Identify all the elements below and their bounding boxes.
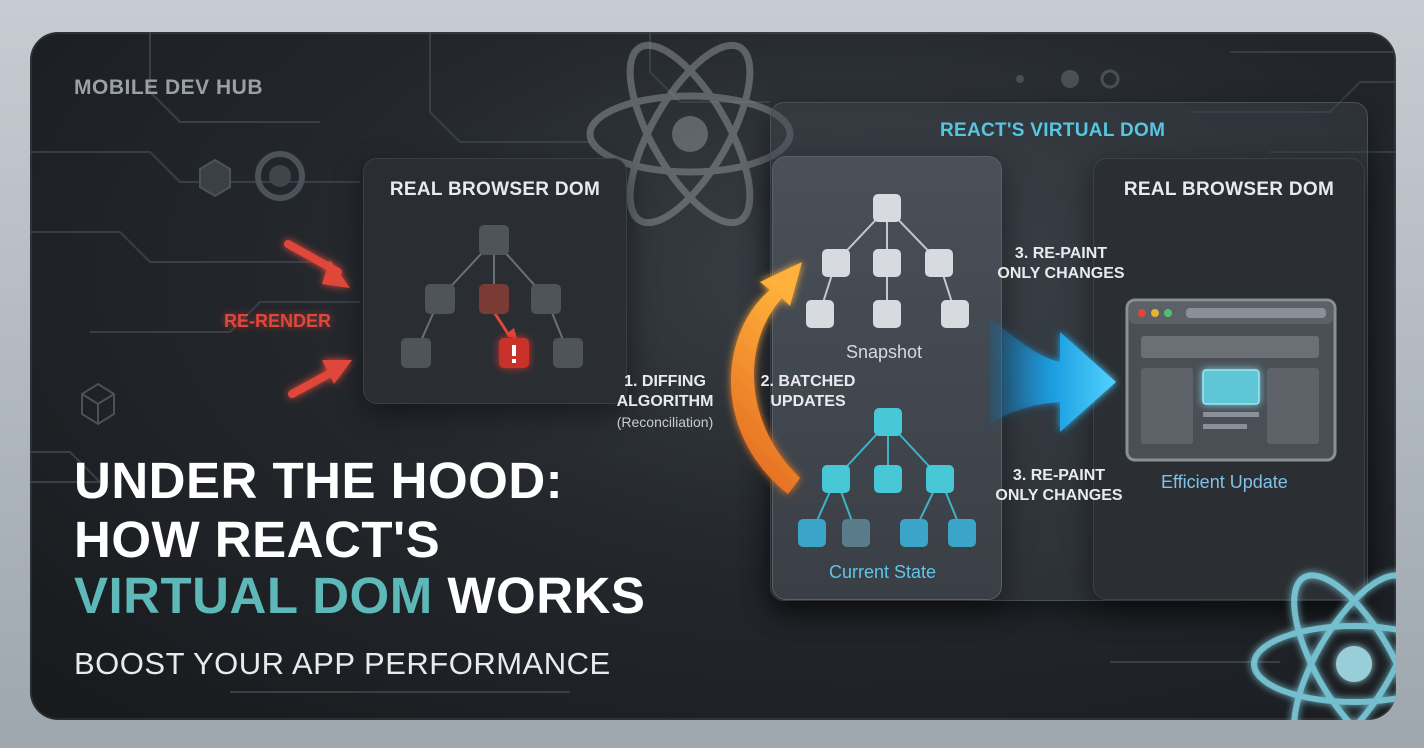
- circuit-background: [30, 32, 1396, 693]
- subtitle: BOOST YOUR APP PERFORMANCE: [74, 646, 611, 681]
- repaint-top-line2: ONLY CHANGES: [997, 265, 1125, 282]
- snapshot-caption: Snapshot: [846, 342, 923, 362]
- repaint-arrow: [990, 318, 1116, 432]
- diffing-step-label: 1. DIFFING ALGORITHM (Reconciliation): [608, 372, 722, 432]
- diffing-step-line2: ALGORITHM: [616, 393, 714, 410]
- virtual-dom-title: REACT'S VIRTUAL DOM: [940, 120, 1166, 141]
- diffing-step-line1: 1. DIFFING: [624, 373, 706, 390]
- snapshot-tree: [806, 194, 969, 328]
- browser-window-icon: [1125, 298, 1337, 462]
- headline-line3-rest: WORKS: [447, 567, 646, 624]
- real-dom-panel-right-title: REAL BROWSER DOM: [1123, 179, 1335, 200]
- repaint-step-label-bottom: 3. RE-PAINT ONLY CHANGES: [984, 466, 1134, 506]
- current-state-tree: [798, 408, 976, 547]
- batched-step-label: 2. BATCHED UPDATES: [756, 372, 860, 412]
- alert-icon: [499, 338, 529, 368]
- current-state-caption: Current State: [829, 562, 937, 582]
- headline-line2: HOW REACT'S: [74, 511, 441, 568]
- hexagon-icon: [199, 158, 231, 198]
- repaint-bottom-line1: 3. RE-PAINT: [1012, 467, 1106, 484]
- thumbnail-card: MOBILE DEV HUB REAL BROWSER DOM RE-RENDE…: [30, 32, 1396, 720]
- diffing-arrow: [730, 262, 802, 494]
- diffing-step-note: (Reconciliation): [616, 414, 714, 430]
- real-dom-panel-left-title: REAL BROWSER DOM: [389, 179, 601, 200]
- brand-label: MOBILE DEV HUB: [74, 76, 264, 99]
- repaint-step-label-top: 3. RE-PAINT ONLY CHANGES: [986, 244, 1136, 284]
- diagram-graphics: [284, 194, 1396, 720]
- rerender-arrows: [284, 240, 352, 398]
- real-dom-tree-left: [401, 225, 583, 368]
- headline-line3: VIRTUAL DOM WORKS: [74, 567, 645, 625]
- headline-line1: UNDER THE HOOD:: [74, 452, 564, 509]
- rerender-label: RE-RENDER: [224, 311, 332, 331]
- repaint-top-line1: 3. RE-PAINT: [1014, 245, 1108, 262]
- repaint-bottom-line2: ONLY CHANGES: [995, 487, 1123, 504]
- headline-accent: VIRTUAL DOM: [74, 567, 433, 624]
- batched-step-line1: 2. BATCHED: [760, 373, 856, 390]
- react-atom-icon: [1251, 572, 1396, 720]
- batched-step-line2: UPDATES: [770, 393, 846, 410]
- efficient-update-caption: Efficient Update: [1161, 472, 1288, 492]
- cube-icon: [81, 382, 115, 426]
